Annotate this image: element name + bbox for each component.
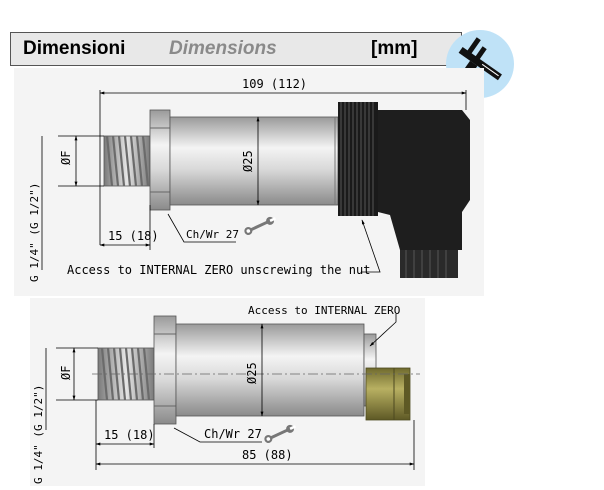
title-italian: Dimensioni: [23, 38, 126, 59]
top-thread-size: G 1/4" (G 1/2"): [28, 183, 41, 282]
unit-label: [mm]: [371, 38, 418, 59]
bottom-overall-length: 85 (88): [242, 448, 293, 462]
section-header: Dimensioni Dimensions [mm]: [10, 32, 462, 66]
top-sensor: [103, 102, 470, 278]
bottom-access-note: Access to INTERNAL ZERO: [248, 304, 400, 317]
wrench-icon: [264, 424, 297, 443]
bottom-thread-length: 15 (18): [104, 428, 155, 442]
bottom-diameter-f: ØF: [59, 366, 73, 380]
bottom-thread-size: G 1/4" (G 1/2"): [32, 385, 45, 484]
title-english: Dimensions: [169, 38, 277, 59]
top-diameter-body: Ø25: [241, 150, 255, 172]
top-wrench-size: Ch/Wr 27: [186, 228, 239, 241]
bottom-wrench-size: Ch/Wr 27: [204, 427, 262, 441]
bottom-diameter-body: Ø25: [245, 362, 259, 384]
bottom-sensor: [97, 315, 411, 425]
top-overall-length: 109 (112): [242, 77, 307, 91]
top-access-note: Access to INTERNAL ZERO unscrewing the n…: [67, 263, 370, 277]
wrench-icon: [244, 216, 277, 235]
top-diameter-f: ØF: [59, 151, 73, 165]
top-thread-length: 15 (18): [108, 229, 159, 243]
